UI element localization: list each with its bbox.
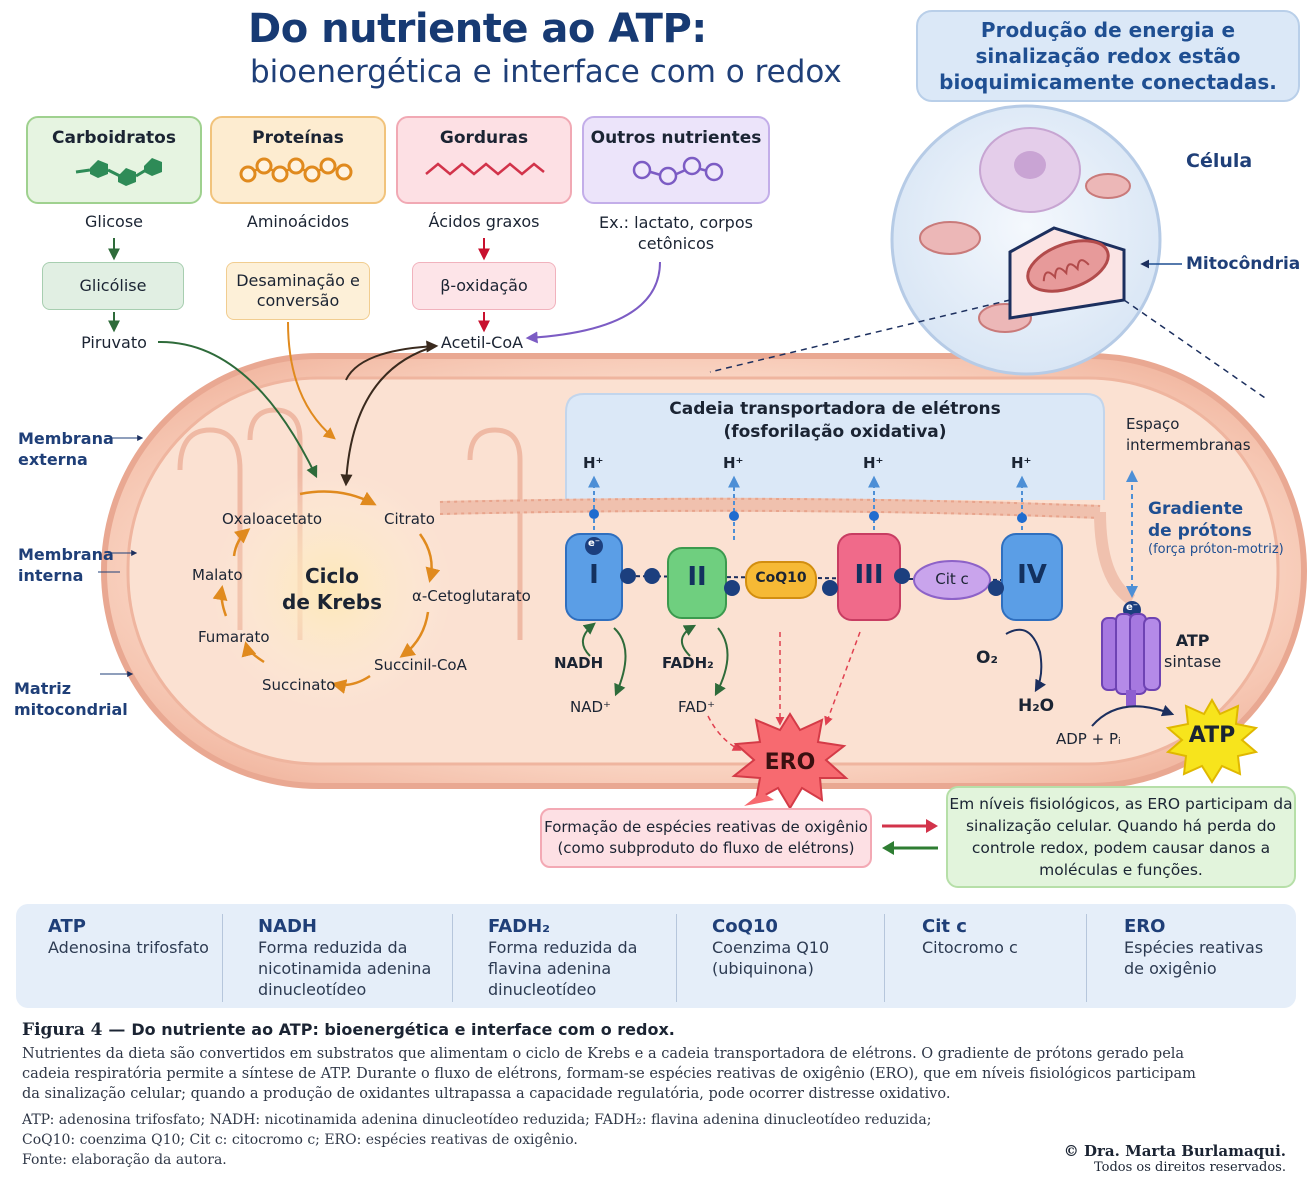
electron-markers [585,537,1141,619]
pyruvate-to-krebs-arrow [157,340,318,479]
krebs-fumarate: Fumarato [198,628,270,646]
copyright-credit: © Dra. Marta Burlamaqui. Todos os direit… [1063,1142,1286,1175]
other-examples-label: Ex.: lactato, corpos cetônicos [599,213,753,253]
complex-II-label: II [687,562,707,592]
fadh2-label: FADH₂ [662,654,714,672]
carb-box: Carboidratos [26,116,202,204]
deamination-box: Desaminação e conversão [226,262,370,320]
krebs-title: Ciclo de Krebs [282,564,382,614]
legend-atp: ATP Adenosina trifosfato [48,916,209,957]
other-nutrients-box: Outros nutrientes [582,116,770,204]
complex-I-label: I [589,560,599,590]
glycolysis-box: Glicólise [42,262,184,310]
carb-title: Carboidratos [52,128,176,148]
page-title: Do nutriente ao ATP: [248,6,707,52]
atp-product-label: ATP [1188,723,1236,748]
fat-box: Gorduras [396,116,572,204]
complex-IV-label: IV [1017,560,1047,590]
fat-title: Gorduras [439,128,529,148]
zoom-line-right [1123,299,1269,401]
legend-ero: ERO Espécies reativas de oxigênio [1124,916,1264,978]
proton-label-4: H⁺ [1011,454,1032,472]
zoom-line-left [709,299,1011,373]
proton-label-3: H⁺ [863,454,884,472]
krebs-alpha-ketoglutarate: α-Cetoglutarato [412,587,531,605]
callout-box: Produção de energia e sinalização redox … [916,10,1300,102]
glucose-icon [75,158,162,186]
protein-title: Proteínas [252,128,344,148]
acetylcoa-to-krebs-arrow [340,345,437,487]
aminoacid-chain-icon [239,157,353,183]
fatty-acid-icon [425,162,545,176]
beta-oxidation-box: β-oxidação [412,262,556,310]
caption-body: Nutrientes da dieta são convertidos em s… [22,1046,1196,1102]
caption-abbreviations: ATP: adenosina trifosfato; NADH: nicotin… [22,1112,932,1168]
figure-caption: Figura 4 — Do nutriente ao ATP: bioenerg… [22,1020,1202,1170]
matrix-label: Matriz mitocondrial [14,679,128,719]
legend-nadh: NADH Forma reduzida da nicotinamida aden… [258,916,432,999]
aminoacids-label: Aminoácidos [246,212,350,231]
atp-starburst [1165,697,1259,784]
cell-circle [890,104,1162,376]
ims-label: Espaço intermembranas [1126,415,1251,454]
electron-label-1: e⁻ [587,538,601,549]
electron-label-2: e⁻ [1125,602,1139,613]
o2-label: O₂ [976,648,998,668]
krebs-succinyl-coa: Succinil-CoA [374,656,467,674]
h2o-label: H₂O [1018,696,1055,716]
atp-synthase-shape [1101,613,1161,706]
ero-formation-box: Formação de espécies reativas de oxigêni… [540,808,872,868]
fad-label: FAD⁺ [678,698,715,716]
mitochondrion-diagram [98,104,1307,810]
gradient-subtitle: (força próton-motriz) [1148,542,1284,557]
legend-citc: Cit c Citocromo c [922,916,1018,957]
etc-membrane-band [439,497,1101,519]
adp-pi-label: ADP + Pᵢ [1056,730,1121,748]
other-title: Outros nutrientes [590,128,762,148]
gradient-title: Gradiente de prótons [1148,499,1252,541]
cristae [177,407,523,640]
etc-panel [565,393,1105,500]
proton-label-2: H⁺ [723,454,744,472]
complex-III-label: III [854,560,884,590]
fatty-acids-label: Ácidos graxos [428,212,540,231]
outer-membrane-label: Membrana externa [18,429,114,469]
physiology-box: Em níveis fisiológicos, as ERO participa… [946,786,1296,888]
nadh-label: NADH [554,654,604,672]
proton-label-1: H⁺ [583,454,604,472]
acetyl-coa-label: Acetil-CoA [440,333,524,352]
citc-label: Cit c [935,570,969,588]
complex-IV [1001,533,1063,621]
etc-title: Cadeia transportadora de elétrons (fosfo… [669,399,1001,442]
caption-heading: Figura 4 — Do nutriente ao ATP: bioenerg… [22,1020,675,1040]
other-to-acetylcoa-arrow [525,261,661,344]
krebs-oxaloacetate: Oxaloacetato [222,510,323,528]
other-molecule-icon [632,156,724,186]
protein-box: Proteínas [210,116,386,204]
krebs-succinate: Succinato [262,676,336,694]
abbreviation-legend: ATP Adenosina trifosfato NADH Forma redu… [16,904,1296,1008]
exchange-arrows [882,819,938,855]
page-subtitle: bioenergética e interface com o redox [250,54,842,90]
glucose-label: Glicose [84,212,144,231]
citc-shape [913,560,991,600]
cell-label: Célula [1186,150,1253,172]
coq10-shape [745,561,817,599]
inner-membrane-label: Membrana interna [18,545,114,585]
mitochondria-label: Mitocôndria [1186,254,1301,274]
small-mito-2 [1085,173,1131,199]
legend-fadh2: FADH₂ Forma reduzida da flavina adenina … [488,916,638,999]
pyruvate-label: Piruvato [81,333,147,352]
nad-label: NAD⁺ [570,698,611,716]
krebs-citrate: Citrato [384,510,435,528]
legend-coq10: CoQ10 Coenzima Q10 (ubiquinona) [712,916,830,978]
krebs-malate: Malato [192,566,243,584]
krebs-glow [212,470,452,710]
coq10-label: CoQ10 [755,570,807,586]
protein-to-krebs-arrow [287,321,336,440]
small-mito-1 [919,221,981,255]
atp-synthase-label: ATP sintase [1164,631,1222,671]
ero-label: ERO [764,750,816,775]
